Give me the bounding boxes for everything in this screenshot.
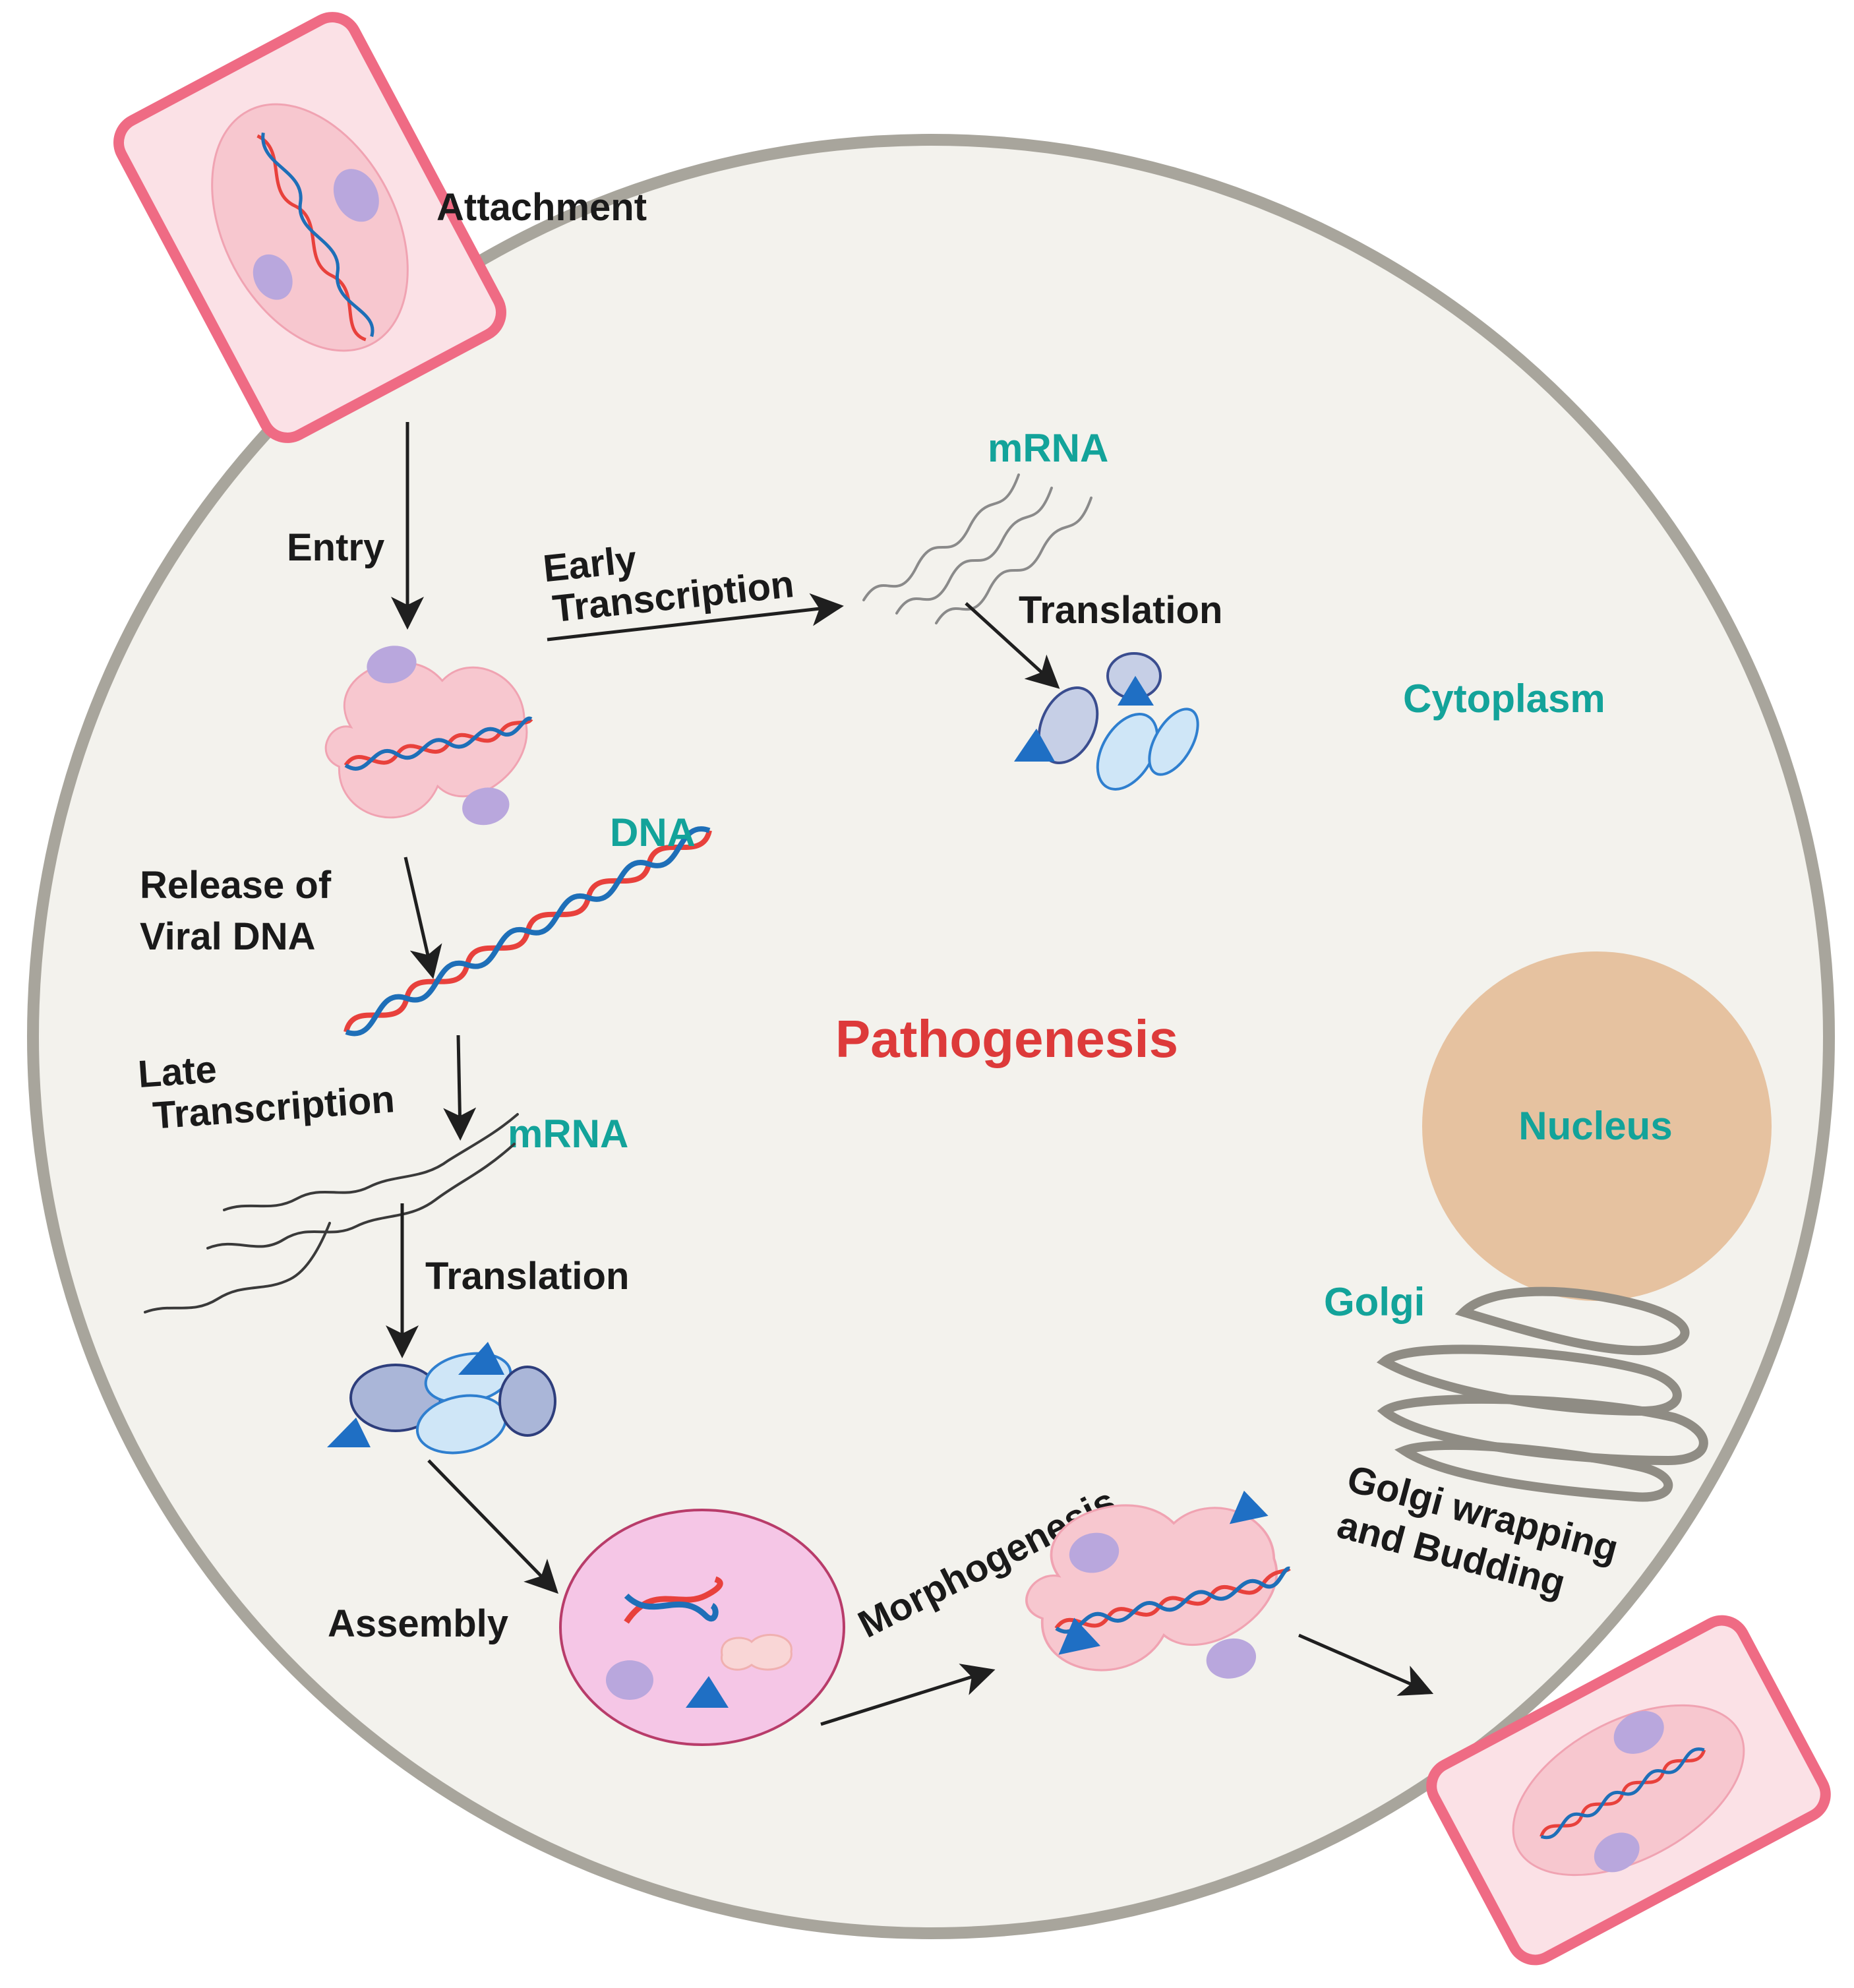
attaching-virion — [113, 12, 506, 443]
host-cell — [27, 134, 1835, 1939]
budding-virion — [1426, 1615, 1831, 1966]
golgi-apparatus — [1376, 1286, 1708, 1502]
late-mrna-strands — [144, 1113, 519, 1313]
early-mrna-label: mRNA — [988, 426, 1108, 470]
early-transcription-arrow — [547, 593, 844, 642]
nucleus-label: Nucleus — [1518, 1104, 1672, 1148]
golgi-label: Golgi — [1324, 1280, 1425, 1324]
nucleus — [1422, 951, 1772, 1301]
late-label: Late — [136, 1048, 218, 1096]
late-mrna-label: mRNA — [508, 1112, 628, 1156]
assembly-label: Assembly — [328, 1602, 508, 1645]
diagram-title: Pathogenesis — [835, 1009, 1178, 1068]
morphogenesis-arrow — [820, 1664, 996, 1726]
cytoplasm-label: Cytoplasm — [1403, 677, 1605, 721]
release-arrow — [404, 857, 442, 979]
assembly-arrow — [427, 1459, 558, 1594]
attachment-label: Attachment — [436, 186, 647, 229]
entry-label: Entry — [287, 526, 384, 569]
early-mrna-strands — [862, 473, 1092, 624]
uncoated-core — [309, 636, 541, 830]
assembly-factory — [559, 1509, 845, 1746]
budding-arrow — [1298, 1633, 1434, 1696]
viral-dna — [344, 826, 712, 1037]
early-translation-label: Translation — [1019, 589, 1222, 632]
late-translation-label: Translation — [425, 1255, 629, 1298]
late-transcription-arrow — [443, 1035, 477, 1141]
early-label: Early — [541, 538, 639, 590]
release-label-1: Release of — [140, 864, 332, 907]
late-proteins — [327, 1342, 556, 1455]
mature-virion — [1009, 1474, 1292, 1686]
release-label-2: Viral DNA — [140, 915, 315, 958]
early-proteins — [1014, 652, 1199, 791]
dna-label: DNA — [610, 810, 696, 855]
early-translation-arrow — [965, 602, 1060, 689]
